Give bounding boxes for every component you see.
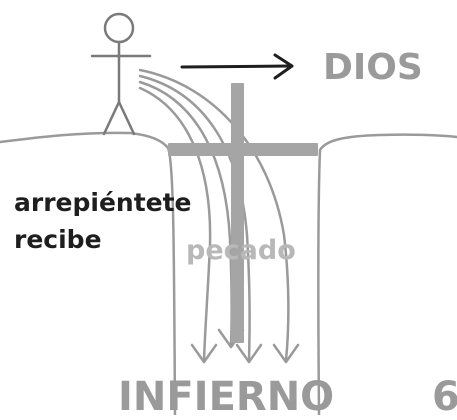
cross-horizontal — [168, 143, 318, 156]
down-arrow-1 — [190, 343, 218, 364]
cross-vertical — [231, 83, 244, 343]
left-cliff — [0, 131, 177, 415]
hell-label: INFIERNO — [118, 374, 335, 420]
falling-path-3 — [138, 74, 251, 362]
falling-path-4 — [138, 68, 290, 362]
person-icon — [90, 12, 152, 136]
repent-label: arrepiéntete — [14, 188, 192, 217]
dios-label: DIOS — [323, 47, 423, 88]
falling-path-1 — [138, 86, 212, 362]
right-cliff — [317, 133, 457, 415]
down-arrow-4 — [272, 343, 300, 364]
page-number: 6 — [432, 374, 457, 420]
down-arrowheads — [190, 328, 300, 364]
right-arrow-icon — [180, 53, 294, 80]
sin-label: pecado — [186, 235, 296, 266]
receive-label: recibe — [14, 225, 102, 254]
down-arrow-3 — [235, 343, 263, 364]
cross-icon — [168, 83, 318, 343]
